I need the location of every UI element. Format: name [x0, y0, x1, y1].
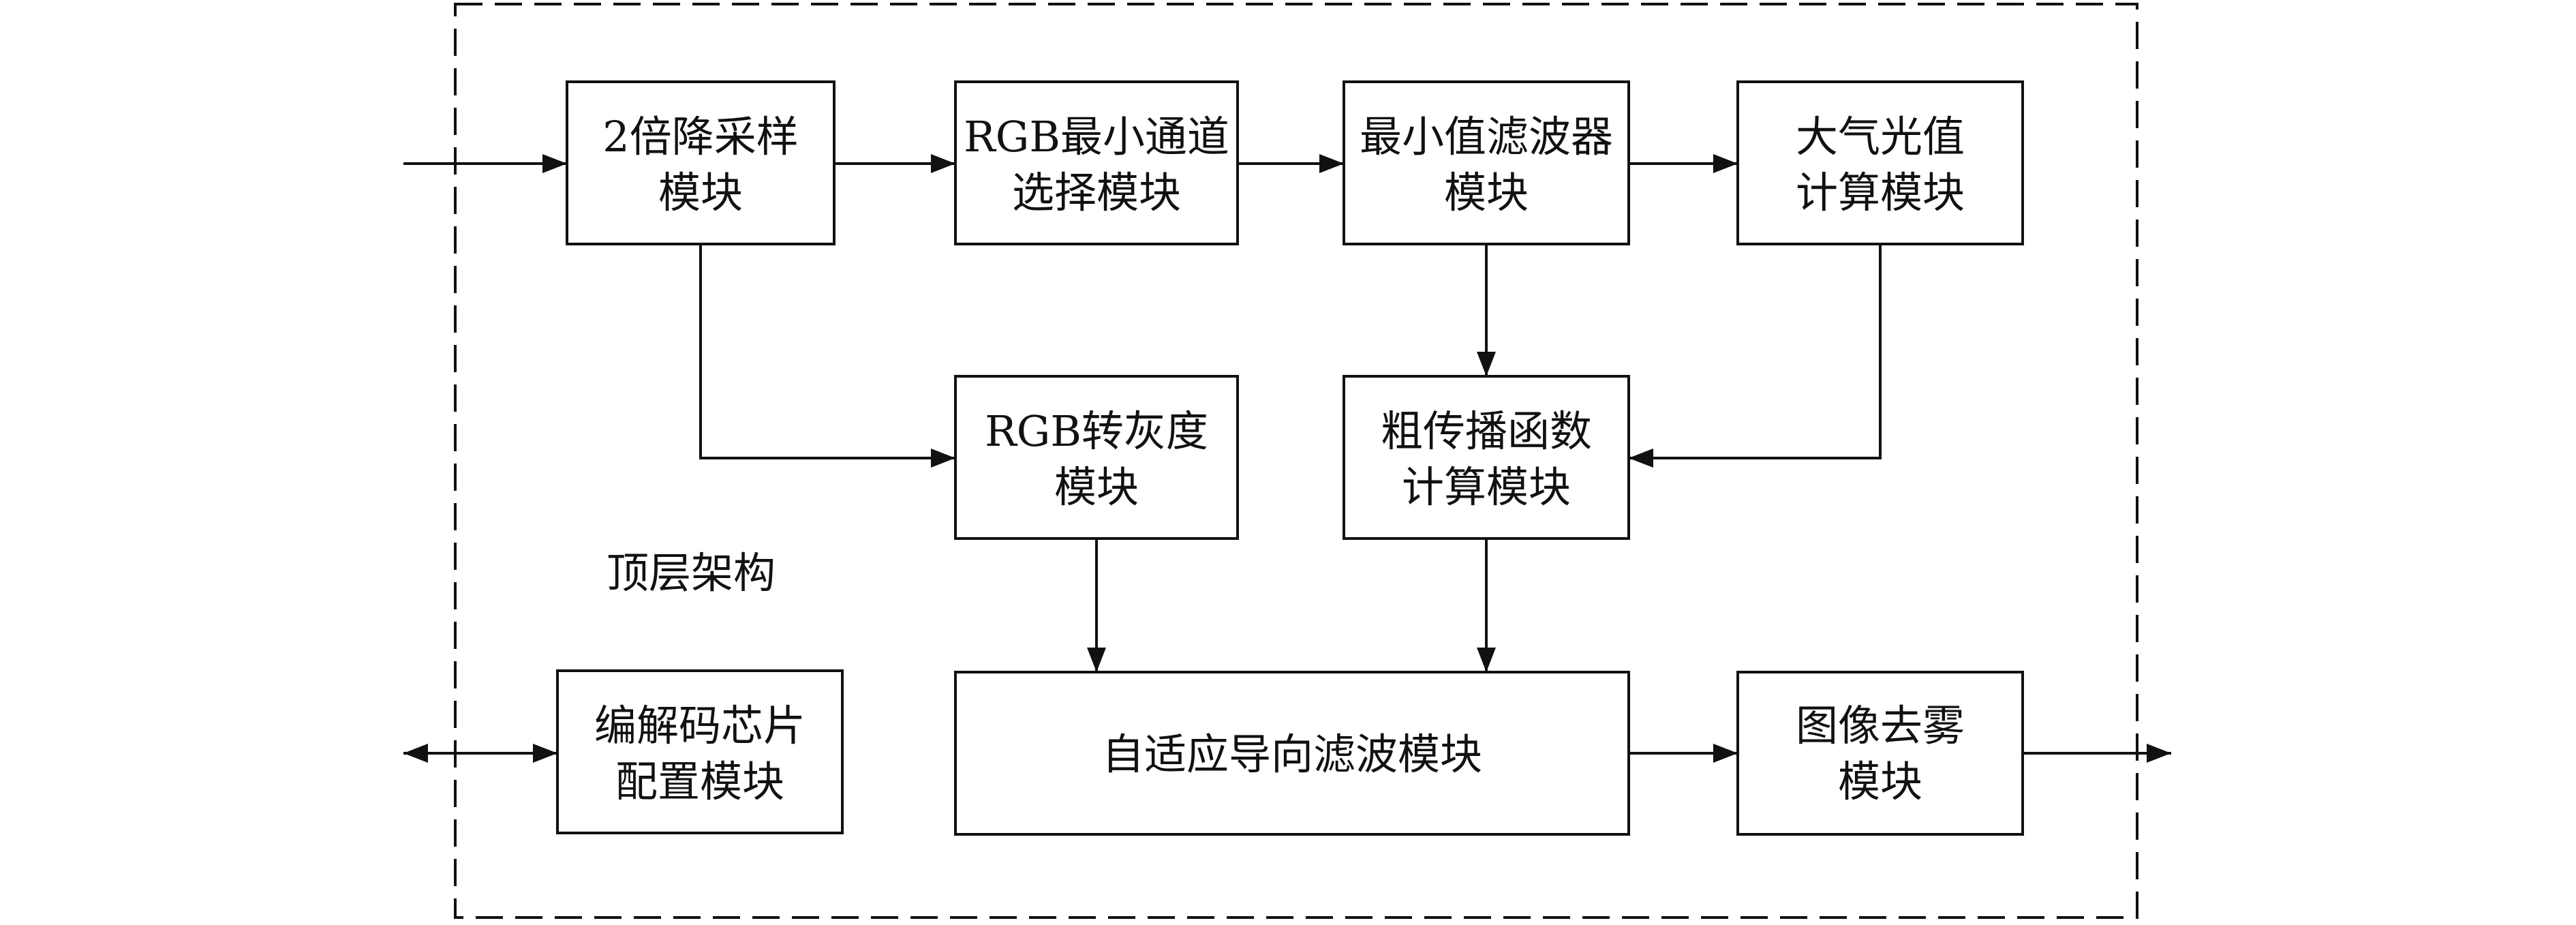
module-codec-line1: 编解码芯片: [594, 701, 806, 750]
module-downsample-line2: 模块: [658, 168, 743, 217]
module-rgb-to-gray: RGB转灰度 模块: [954, 375, 1239, 540]
module-min-filter-line2: 模块: [1444, 168, 1529, 217]
module-atmospheric-light: 大气光值 计算模块: [1736, 80, 2024, 245]
module-rgb-min-channel: RGB最小通道 选择模块: [954, 80, 1239, 245]
container-label: 顶层架构: [607, 548, 776, 598]
arrow-atmos-to-coarse: [1629, 244, 1882, 468]
module-guided-filter: 自适应导向滤波模块: [954, 671, 1630, 836]
module-coarse-line2: 计算模块: [1402, 462, 1571, 512]
module-codec-line2: 配置模块: [615, 757, 784, 806]
module-gray-line2: 模块: [1054, 462, 1139, 512]
module-dehaze: 图像去雾 模块: [1736, 671, 2024, 836]
top-level-frame: [454, 3, 2138, 919]
module-rgb-min-line1: RGB最小通道: [964, 112, 1229, 162]
module-coarse-line1: 粗传播函数: [1381, 406, 1592, 456]
module-rgb-min-line2: 选择模块: [1012, 168, 1181, 217]
module-min-filter: 最小值滤波器 模块: [1343, 80, 1630, 245]
module-dehaze-line1: 图像去雾: [1796, 701, 1965, 750]
module-codec-config: 编解码芯片 配置模块: [556, 669, 844, 834]
module-downsample: 2倍降采样 模块: [566, 80, 835, 245]
module-min-filter-line1: 最小值滤波器: [1360, 112, 1613, 162]
module-dehaze-line2: 模块: [1838, 757, 1922, 806]
module-gray-line1: RGB转灰度: [985, 406, 1208, 456]
module-downsample-line1: 2倍降采样: [602, 112, 798, 162]
module-atmos-line2: 计算模块: [1796, 168, 1965, 217]
module-coarse-transmission: 粗传播函数 计算模块: [1343, 375, 1630, 540]
module-atmos-line1: 大气光值: [1796, 112, 1965, 162]
module-guided-line1: 自适应导向滤波模块: [1102, 729, 1482, 779]
arrow-downsample-to-gray: [699, 244, 955, 468]
